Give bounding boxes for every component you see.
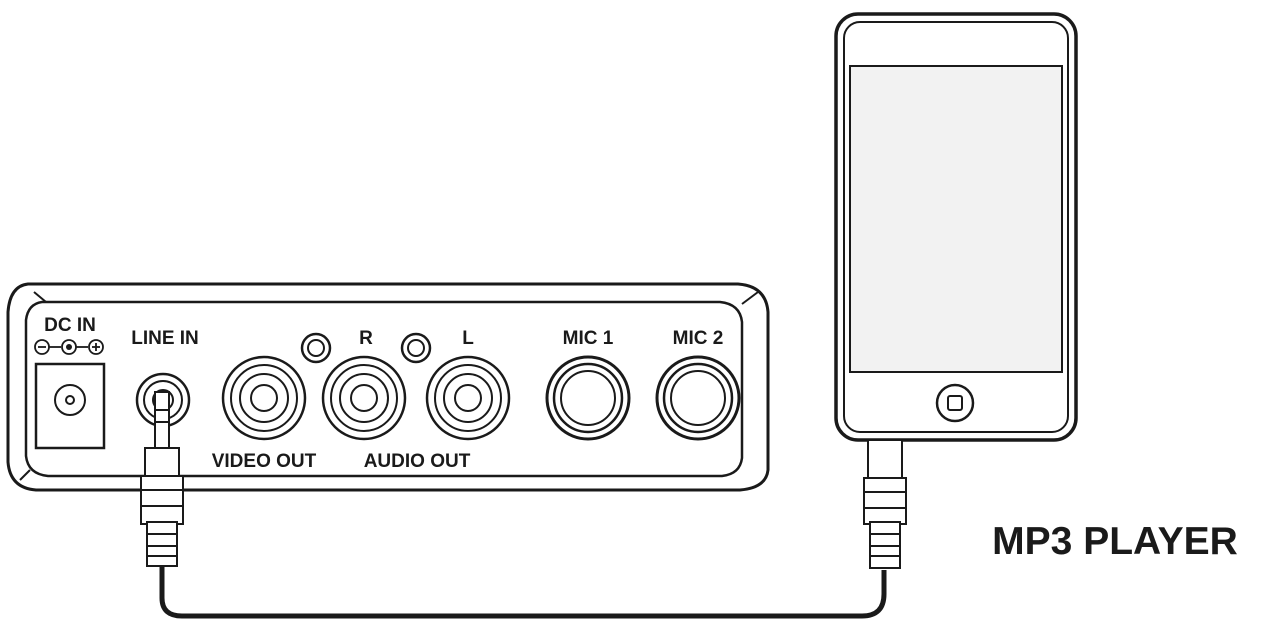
audio-out-label: AUDIO OUT [364,451,471,472]
video-out-label: VIDEO OUT [212,451,317,472]
audio-out-l-jack [425,355,511,441]
audio-l-label: L [462,328,474,349]
home-button-icon [947,395,963,411]
video-out-jack [221,355,307,441]
dc-in-label: DC IN [44,315,96,336]
mp3-player-label: MP3 PLAYER [992,520,1238,563]
led-indicator-right [400,332,432,364]
audio-r-label: R [359,328,373,349]
line-in-label: LINE IN [131,328,199,349]
mp3-player [834,12,1078,442]
mic1-label: MIC 1 [563,328,614,349]
mic2-jack [655,355,741,441]
device-back-panel [6,282,770,492]
dc-polarity-icon [34,339,104,355]
audio-cable [159,566,887,619]
led-indicator-left [300,332,332,364]
dc-in-jack [34,362,106,450]
player-screen [849,65,1063,373]
player-plug [863,439,907,569]
mic2-label: MIC 2 [673,328,724,349]
audio-out-r-jack [321,355,407,441]
line-in-plug [140,391,184,567]
mic1-jack [545,355,631,441]
